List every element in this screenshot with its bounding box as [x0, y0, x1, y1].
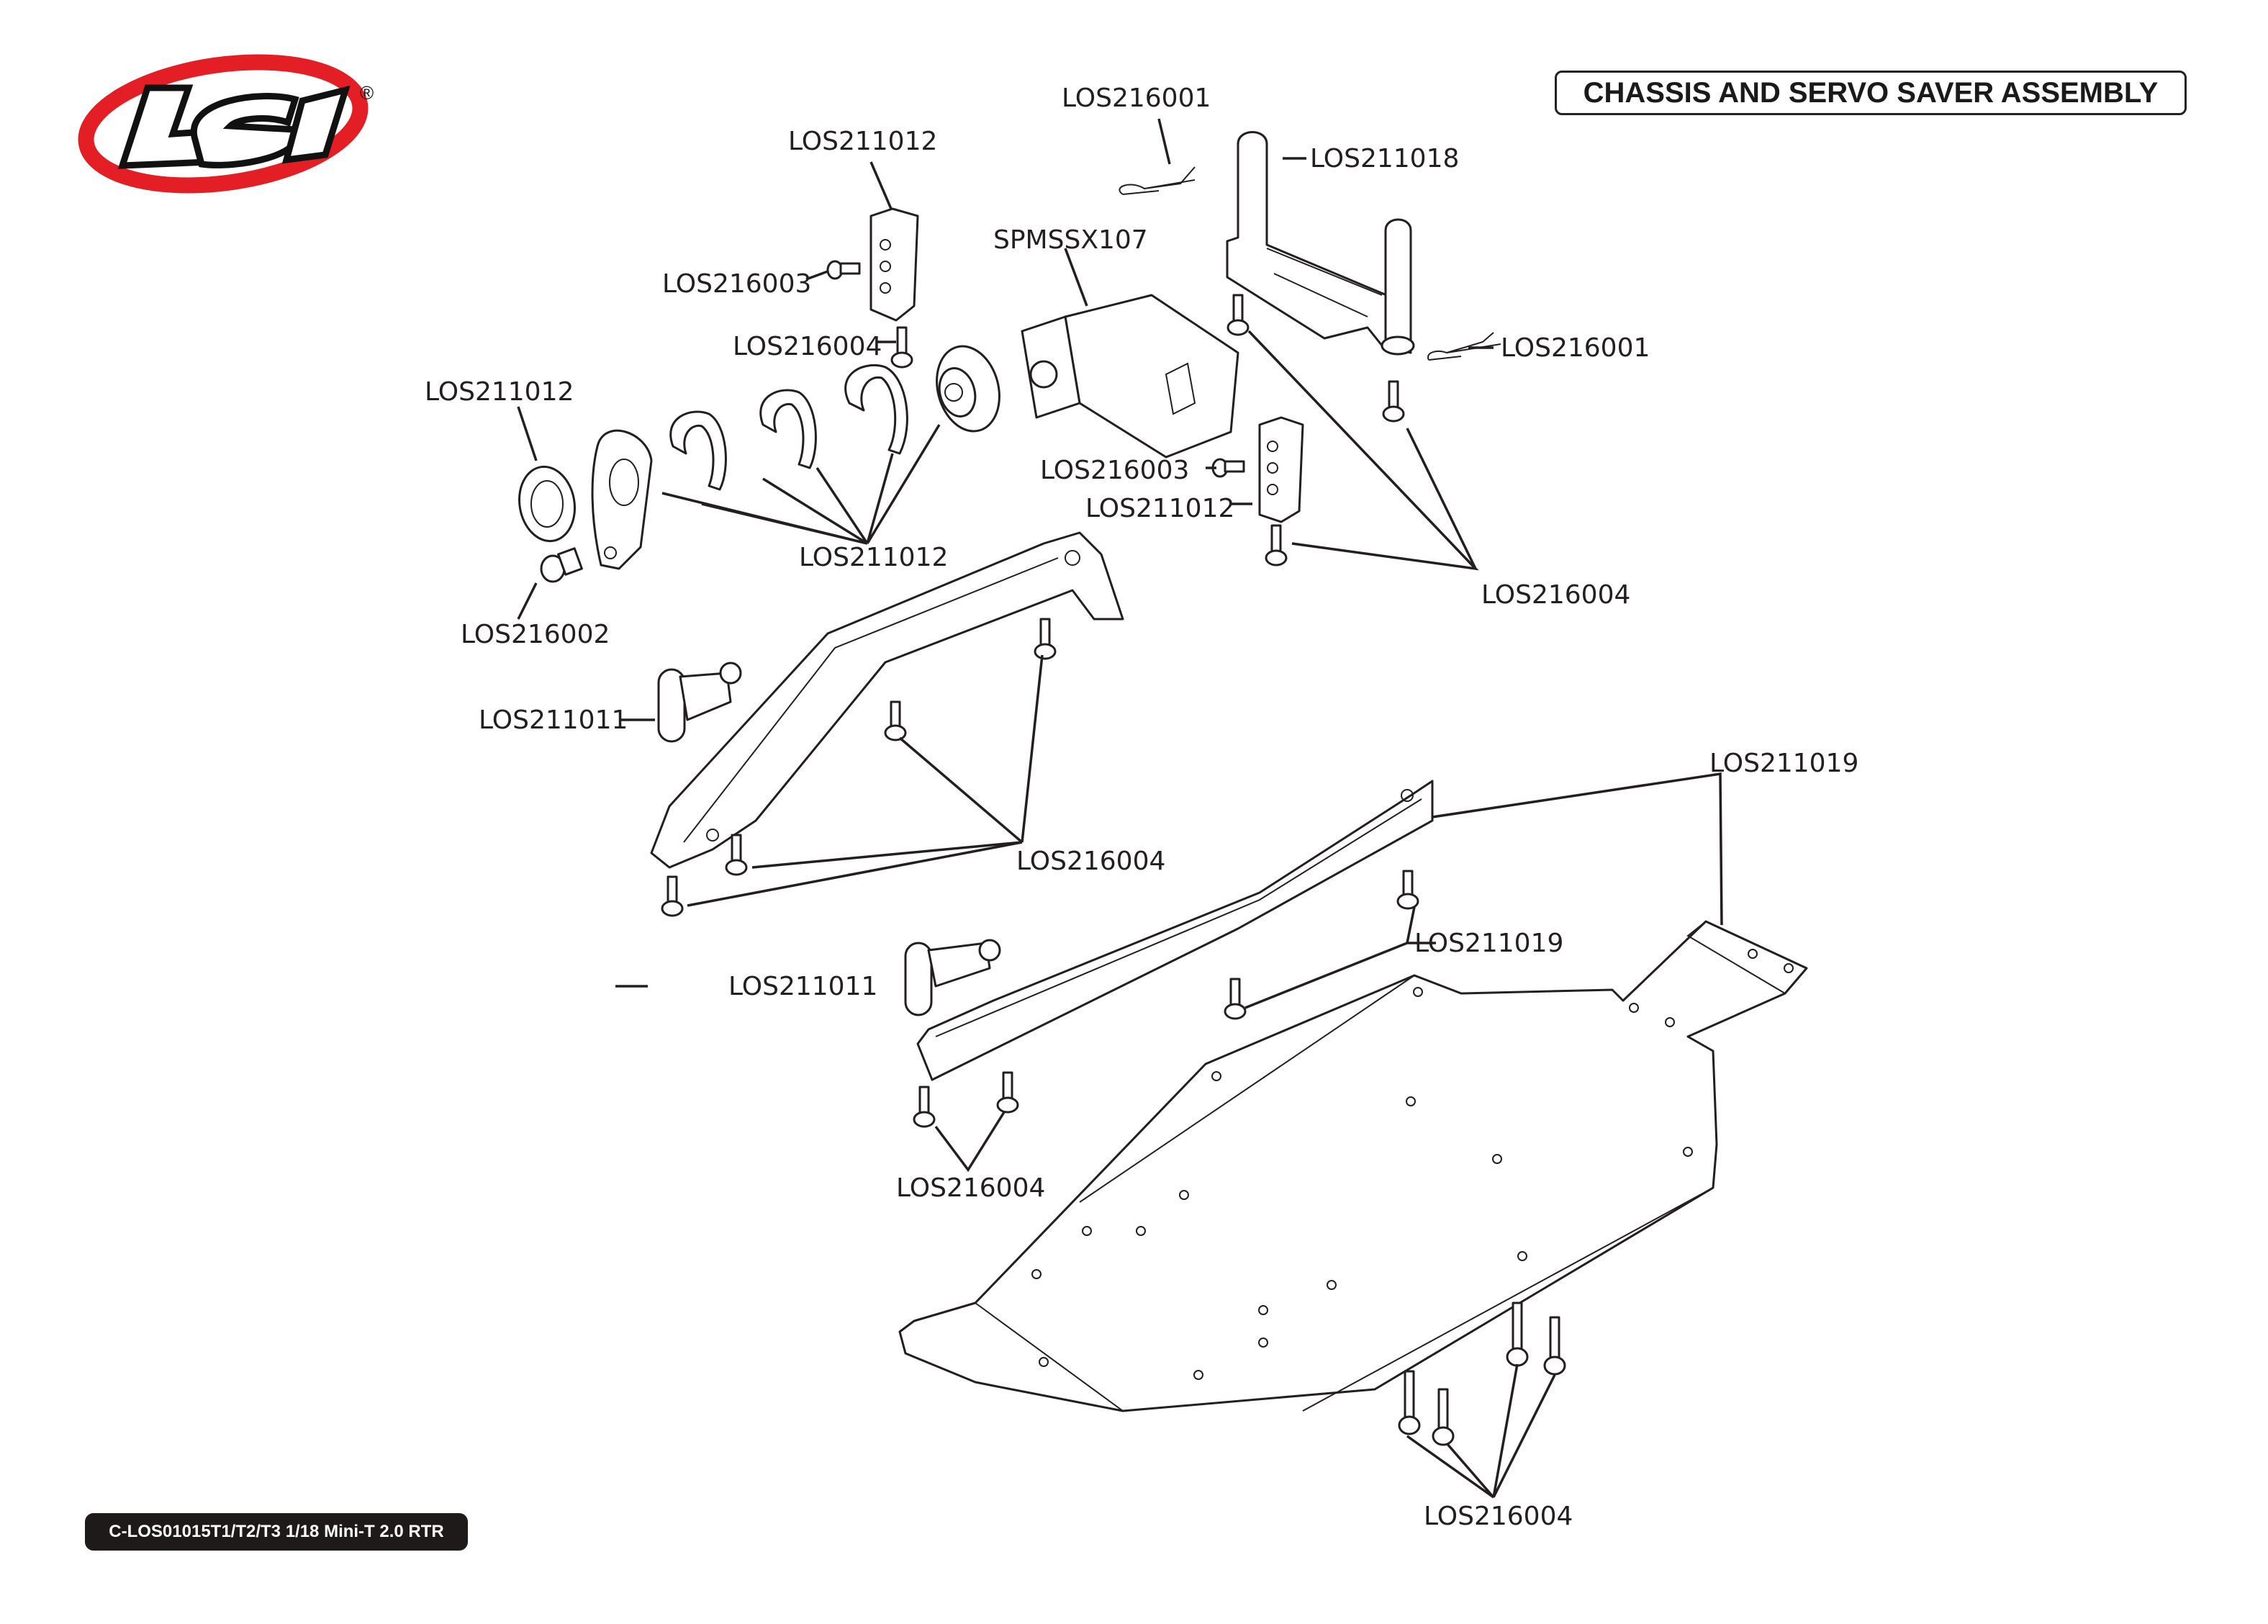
right-rail-screw-3 [913, 1086, 936, 1128]
callout-label: LOS211011 [728, 972, 877, 1001]
callout-label: LOS216003 [662, 269, 811, 299]
servo-saver-bushing [518, 465, 576, 543]
callout-label: LOS216004 [733, 332, 882, 361]
chassis-holes [1031, 949, 1794, 1380]
registered-mark: ® [360, 82, 374, 104]
callout-label: LOS211012 [799, 543, 948, 572]
body-clip-top [1119, 166, 1196, 195]
right-rail-screw-1 [1396, 870, 1419, 910]
callout-label: LOS216004 [1424, 1502, 1573, 1531]
post-screw-left [1226, 294, 1250, 336]
body-clip-right [1427, 332, 1501, 361]
callout-label: LOS211012 [1085, 494, 1234, 523]
servo-mount-screw-upper-bottom [890, 326, 913, 369]
left-rail-screw-2 [884, 700, 907, 741]
right-rail-screw-2 [1224, 978, 1247, 1020]
left-rail-screw-4 [661, 875, 684, 917]
chassis-screw-3 [1506, 1302, 1529, 1367]
model-code-badge: C-LOS01015T1/T2/T3 1/18 Mini-T 2.0 RTR [85, 1513, 468, 1551]
callout-label: LOS216003 [1040, 456, 1189, 485]
left-rail-screw-1 [1034, 618, 1057, 660]
losi-logo: ® [78, 54, 374, 194]
left-side-rail [650, 531, 1124, 869]
chassis-screw-2 [1432, 1388, 1455, 1446]
callout-label: LOS216004 [1016, 847, 1165, 876]
servo-mount-upper [869, 207, 919, 322]
callout-labels: LOS216001 LOS211012 LOS211018 SPMSSX107 … [425, 84, 1858, 1531]
servo-saver-screw [540, 547, 583, 583]
left-rail-screw-3 [725, 834, 748, 876]
lower-mount-screw [1265, 524, 1288, 567]
servo [1021, 294, 1239, 459]
callout-label: LOS211018 [1310, 144, 1459, 173]
callout-label: LOS216004 [896, 1173, 1045, 1203]
page-title: CHASSIS AND SERVO SAVER ASSEMBLY [1555, 71, 2187, 115]
callout-label: LOS216001 [1501, 333, 1650, 363]
right-rail-screw-4 [996, 1071, 1019, 1114]
body-mount-post [1226, 131, 1415, 356]
chassis-screw-1 [1398, 1370, 1421, 1435]
callout-label: LOS211012 [788, 127, 937, 156]
servo-saver-nut [936, 345, 1000, 433]
chassis-screw-4 [1543, 1316, 1566, 1376]
callout-label: LOS216002 [461, 620, 610, 649]
callout-label: SPMSSX107 [993, 225, 1148, 255]
callout-label: LOS211019 [1709, 749, 1858, 778]
callout-label: LOS211012 [425, 377, 574, 407]
servo-mount-lower [1258, 416, 1304, 523]
right-side-rail [916, 780, 1434, 1081]
servo-mount-screw-upper [826, 260, 861, 280]
chassis-plate [898, 920, 1808, 1412]
leader-lines [517, 118, 1723, 1499]
servo-saver-arm [591, 429, 653, 570]
post-screw-right [1382, 380, 1405, 423]
callout-label: LOS211019 [1414, 929, 1563, 958]
servo-mount-screw-lower [1211, 458, 1245, 478]
bellcrank-left [657, 662, 742, 743]
callout-label: LOS211011 [479, 705, 628, 735]
bellcrank-right [904, 939, 1001, 1016]
callout-label: LOS216004 [1481, 580, 1630, 610]
servo-saver-springs [669, 364, 908, 491]
callout-label: LOS216001 [1062, 84, 1211, 113]
